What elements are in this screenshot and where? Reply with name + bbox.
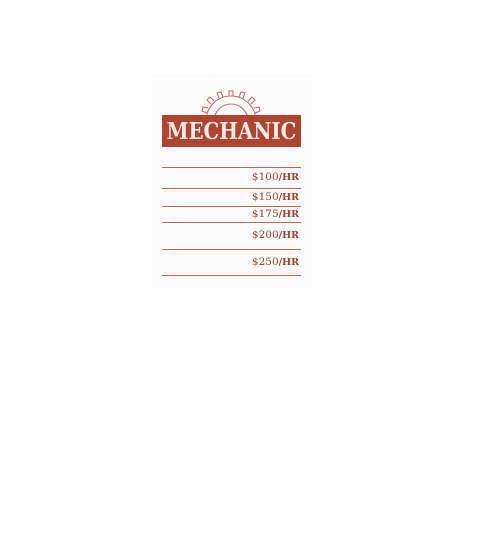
sign-title: MECHANIC: [166, 117, 297, 145]
mechanic-sign: MECHANIC $100/HR $150/HR $175/HR $200/HR…: [152, 75, 312, 288]
gear-icon: [201, 90, 261, 121]
rate-row: $250/HR: [162, 249, 301, 268]
rate-value: $100/HR: [251, 171, 299, 183]
rate-row: $100/HR: [162, 167, 301, 183]
rate-value: $200/HR: [251, 229, 299, 241]
divider: [162, 275, 301, 276]
rate-row: $150/HR: [162, 188, 301, 203]
rate-value: $250/HR: [251, 256, 299, 268]
rate-value: $150/HR: [251, 191, 299, 203]
rate-value: $175/HR: [251, 208, 299, 220]
rate-row: $175/HR: [162, 206, 301, 220]
title-banner: MECHANIC: [162, 115, 301, 147]
rate-row: $200/HR: [162, 222, 301, 241]
